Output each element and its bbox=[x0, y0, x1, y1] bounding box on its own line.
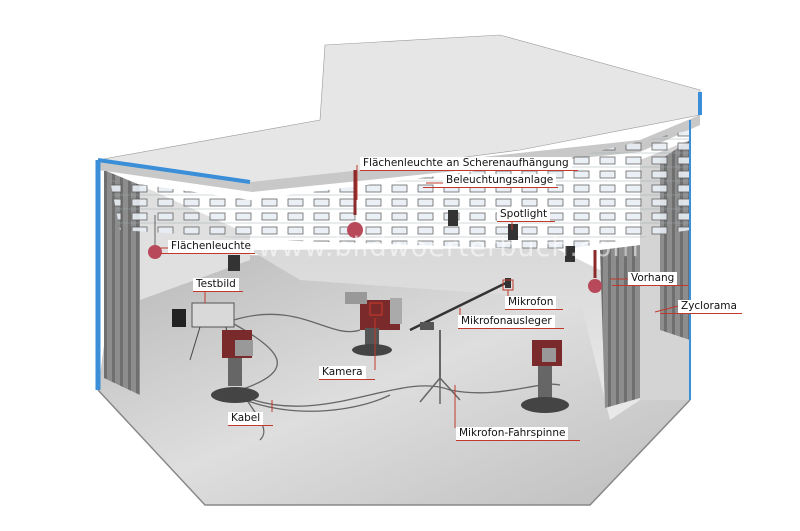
label-kabel: Kabel bbox=[228, 412, 264, 425]
softlight-right bbox=[588, 250, 602, 293]
ceiling-edge-left bbox=[98, 160, 252, 192]
camera-left bbox=[211, 330, 259, 403]
floor-edge bbox=[97, 389, 691, 506]
cyclorama-wall bbox=[250, 248, 640, 420]
cables bbox=[233, 313, 561, 441]
label-flaechenleuchte-schere: Flächenleuchte an Scherenaufhängung bbox=[360, 157, 572, 170]
camera-highlight-box bbox=[369, 302, 383, 316]
ceiling-edge-right bbox=[250, 115, 700, 192]
label-vorhang: Vorhang bbox=[628, 272, 678, 285]
spotlight-2 bbox=[508, 224, 518, 240]
underline-zyclorama bbox=[660, 313, 742, 314]
right-curtain bbox=[600, 245, 640, 408]
underline-kabel bbox=[228, 425, 273, 426]
label-mikrofonausleger: Mikrofonausleger bbox=[458, 315, 555, 328]
frame-ceiling-left bbox=[97, 158, 251, 184]
underline-flaechenleuchte bbox=[160, 253, 255, 254]
label-beleuchtungsanlage: Beleuchtungsanlage bbox=[443, 174, 557, 187]
softlight-scissor bbox=[347, 170, 363, 238]
watermark-text: www.bildwoerterbuch.com bbox=[258, 232, 640, 263]
microphone-boom bbox=[409, 278, 511, 404]
underline-mikrofonausleger bbox=[458, 328, 564, 329]
underline-vorhang bbox=[612, 285, 688, 286]
label-kamera: Kamera bbox=[319, 366, 366, 379]
underline-mikrofon bbox=[505, 309, 563, 310]
softlight-left bbox=[148, 215, 162, 259]
underline-beleuchtungsanlage bbox=[423, 187, 558, 188]
test-chart bbox=[172, 302, 235, 361]
microphone-highlight-box bbox=[502, 279, 514, 291]
label-mikrofon: Mikrofon bbox=[505, 296, 557, 309]
label-testbild: Testbild bbox=[193, 278, 239, 291]
label-spotlight: Spotlight bbox=[497, 208, 551, 221]
underline-testbild bbox=[193, 291, 243, 292]
spotlight-3 bbox=[565, 246, 575, 262]
underline-flaechenleuchte-schere bbox=[360, 170, 578, 171]
label-flaechenleuchte: Flächenleuchte bbox=[168, 240, 254, 253]
camera-right bbox=[521, 340, 569, 413]
underline-kamera bbox=[319, 379, 375, 380]
underline-mikrofon-fahrspinne bbox=[456, 440, 580, 441]
label-zyclorama: Zyclorama bbox=[678, 300, 740, 313]
spotlight-4 bbox=[228, 255, 240, 271]
label-mikrofon-fahrspinne: Mikrofon-Fahrspinne bbox=[456, 427, 569, 440]
spotlight-1 bbox=[448, 210, 458, 226]
underline-spotlight bbox=[497, 221, 555, 222]
